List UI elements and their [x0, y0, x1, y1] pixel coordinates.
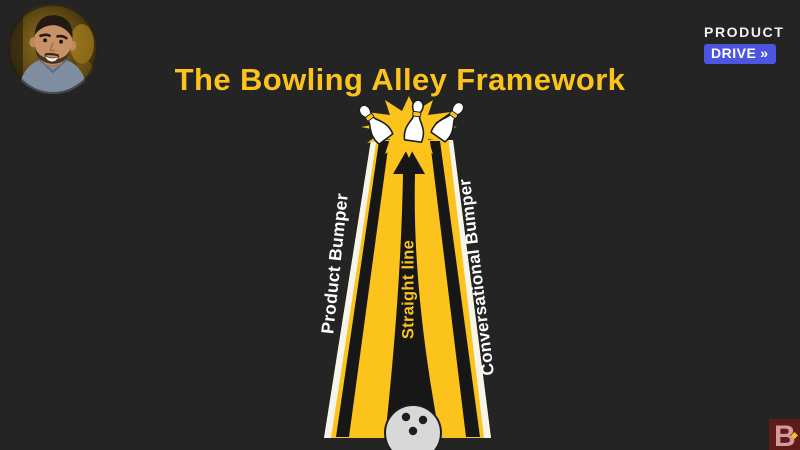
- presenter-avatar: [8, 4, 98, 94]
- logo-letter: B: [774, 419, 796, 450]
- double-chevron-icon: »: [760, 45, 769, 61]
- channel-logo: B: [769, 419, 800, 450]
- brand-product-text: PRODUCT: [704, 24, 785, 40]
- brand-drive-label: DRIVE: [711, 45, 757, 61]
- right-bumper-stripe: [430, 141, 480, 437]
- brand-drive-badge: DRIVE»: [704, 44, 776, 64]
- straight-line-label: Straight line: [399, 239, 418, 340]
- left-bumper-stripe: [336, 141, 389, 437]
- brand-block: PRODUCT DRIVE»: [704, 24, 794, 64]
- right-edge-line: [448, 140, 491, 438]
- presenter-portrait: [8, 4, 98, 94]
- page-title: The Bowling Alley Framework: [174, 61, 626, 97]
- bowling-ball-icon: [384, 404, 442, 450]
- straight-line-arrow-icon: [385, 146, 440, 438]
- left-edge-line: [324, 140, 377, 438]
